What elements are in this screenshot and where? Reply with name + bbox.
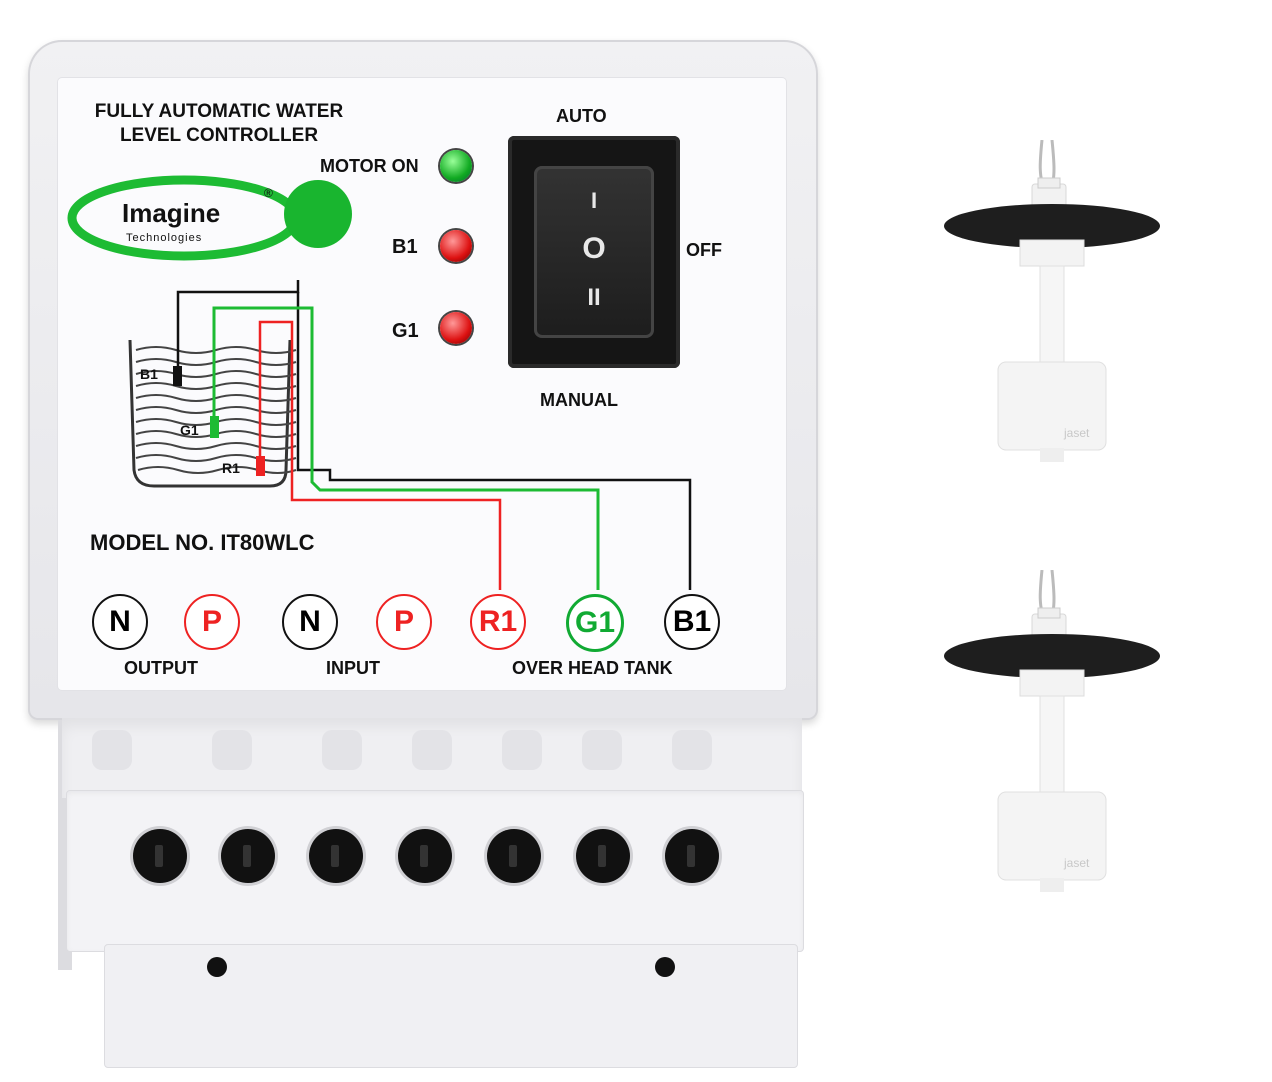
terminal-screw-hole[interactable] [665, 829, 719, 883]
output-group-label: OUTPUT [124, 658, 198, 678]
mark-bottom: II [587, 284, 601, 311]
switch-auto-label: AUTO [556, 106, 607, 126]
float-sensor-icon [944, 139, 1160, 462]
mode-rocker-switch[interactable]: I O II [508, 136, 680, 368]
vent [502, 730, 542, 770]
float-sensor-top: jaset [940, 139, 1170, 470]
float-sensor-bottom: jaset [940, 569, 1170, 900]
brand-logo: Imagine ® Technologies [66, 168, 366, 268]
terminal-screw-hole[interactable] [576, 829, 630, 883]
mark-mid: O [582, 232, 606, 265]
product-title: FULLY AUTOMATIC WATER LEVEL CONTROLLER [64, 100, 374, 148]
b1-led [440, 230, 472, 262]
switch-off-label: OFF [686, 240, 722, 260]
title-line-1: FULLY AUTOMATIC WATER [94, 101, 344, 122]
tank-g1-label: G1 [180, 422, 199, 438]
brand-subtitle: Technologies [126, 232, 203, 244]
vent [582, 730, 622, 770]
mount-hole [655, 957, 675, 977]
tank-wiring-diagram [128, 280, 692, 590]
terminal-g1[interactable]: G1 [566, 594, 624, 652]
rocker[interactable]: I O II [534, 166, 654, 338]
motor-on-led [440, 150, 472, 182]
terminal-input-n[interactable]: N [282, 594, 338, 650]
terminal-output-p[interactable]: P [184, 594, 240, 650]
switch-manual-label: MANUAL [540, 390, 618, 410]
float-brand-mark: jaset [1064, 426, 1090, 440]
tank-r1-label: R1 [222, 460, 240, 476]
logo-swoosh-icon [67, 175, 352, 261]
brand-name: Imagine [122, 198, 221, 228]
over-head-tank-label: OVER HEAD TANK [512, 658, 673, 678]
registered-mark: ® [264, 186, 274, 200]
vent [322, 730, 362, 770]
float-brand-mark: jaset [1064, 856, 1090, 870]
terminal-screw-hole[interactable] [309, 829, 363, 883]
b1-indicator-label: B1 [392, 236, 418, 258]
vent [672, 730, 712, 770]
terminal-screw-hole[interactable] [133, 829, 187, 883]
vent [92, 730, 132, 770]
terminal-input-p[interactable]: P [376, 594, 432, 650]
g1-led [440, 312, 472, 344]
terminal-output-n[interactable]: N [92, 594, 148, 650]
din-rail-base [104, 944, 798, 1068]
input-group-label: INPUT [326, 658, 380, 678]
terminal-b1[interactable]: B1 [664, 594, 720, 650]
tank-b1-label: B1 [140, 366, 158, 382]
vent [412, 730, 452, 770]
terminal-r1[interactable]: R1 [470, 594, 526, 650]
terminal-screw-hole[interactable] [221, 829, 275, 883]
motor-on-label: MOTOR ON [320, 156, 419, 176]
terminal-screw-hole[interactable] [398, 829, 452, 883]
mount-hole [207, 957, 227, 977]
model-number: MODEL NO. IT80WLC [90, 530, 315, 555]
terminal-screw-block [66, 790, 804, 952]
float-sensor-icon [944, 569, 1160, 892]
vent-strip [62, 718, 802, 798]
title-line-2: LEVEL CONTROLLER [119, 125, 319, 146]
terminal-screw-hole[interactable] [487, 829, 541, 883]
g1-indicator-label: G1 [392, 320, 419, 342]
mark-top: I [590, 188, 598, 213]
vent [212, 730, 252, 770]
